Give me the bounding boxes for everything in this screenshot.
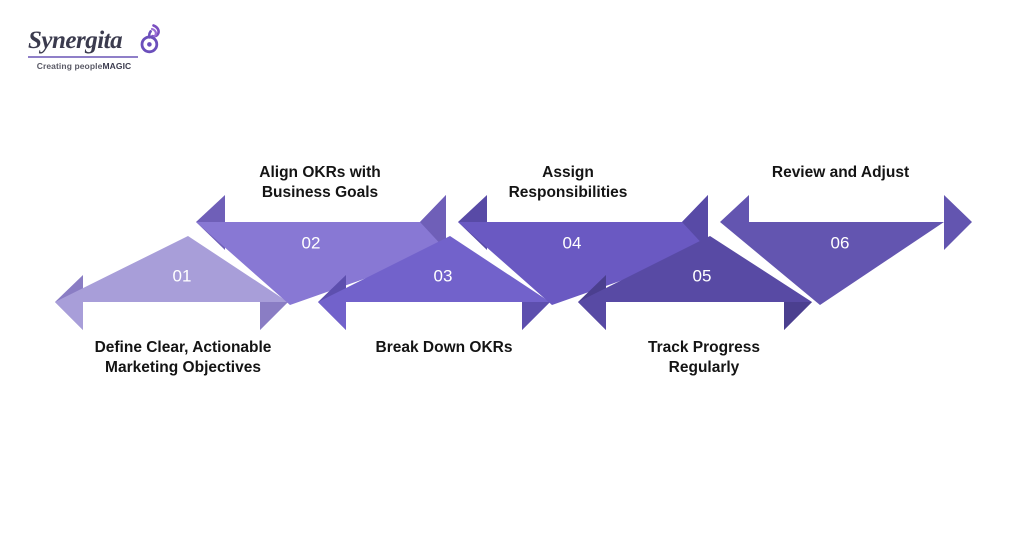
chevron-step-01-body: [55, 236, 288, 330]
chevron-step-06[interactable]: 06: [720, 195, 972, 305]
chevron-step-05-body: [578, 236, 812, 330]
process-chevron-diagram: 01 02 03 04: [0, 150, 1024, 390]
chevron-step-04-number: 04: [563, 233, 582, 252]
chevron-step-01-label: Define Clear, Actionable Marketing Objec…: [94, 339, 272, 377]
chevron-step-05-head: [784, 302, 812, 330]
brand-logo: Synergita Creating peopleMAGIC: [28, 24, 160, 71]
chevron-step-05-number: 05: [693, 266, 712, 285]
chevron-step-02-head: [420, 195, 446, 250]
chevron-step-04-head: [682, 195, 708, 250]
brand-tagline: Creating peopleMAGIC: [28, 61, 140, 71]
chevron-step-03-head: [522, 302, 550, 330]
chevron-step-04-body: [458, 195, 708, 305]
synergita-swirl-icon: [136, 24, 162, 59]
chevron-step-06-label: Review and Adjust: [771, 164, 910, 181]
chevron-step-04-label: Assign Responsibilities: [508, 164, 628, 202]
chevron-step-01-head: [260, 302, 288, 330]
chevron-step-06-number: 06: [831, 233, 850, 252]
chevron-step-03-label: Break Down OKRs: [375, 339, 513, 356]
tagline-suffix: MAGIC: [102, 60, 132, 71]
logo-divider: [28, 56, 138, 58]
brand-wordmark: Synergita: [28, 27, 123, 54]
chevron-step-01-number: 01: [173, 266, 192, 285]
chevron-step-06-body: [720, 195, 972, 305]
chevron-step-02-label: Align OKRs with Business Goals: [259, 164, 381, 202]
chevron-step-05-label: Track Progress Regularly: [647, 339, 760, 377]
chevron-step-01[interactable]: 01: [55, 236, 288, 330]
chevron-step-03[interactable]: 03: [318, 236, 550, 330]
chevron-step-02-number: 02: [302, 233, 321, 252]
tagline-prefix: Creating people: [36, 60, 103, 71]
chevron-step-02[interactable]: 02: [196, 195, 446, 305]
chevron-step-02-body: [196, 195, 446, 305]
chevron-step-03-body: [318, 236, 550, 330]
chevron-step-05[interactable]: 05: [578, 236, 812, 330]
chevron-step-03-number: 03: [434, 266, 453, 285]
chevron-step-04[interactable]: 04: [458, 195, 708, 305]
